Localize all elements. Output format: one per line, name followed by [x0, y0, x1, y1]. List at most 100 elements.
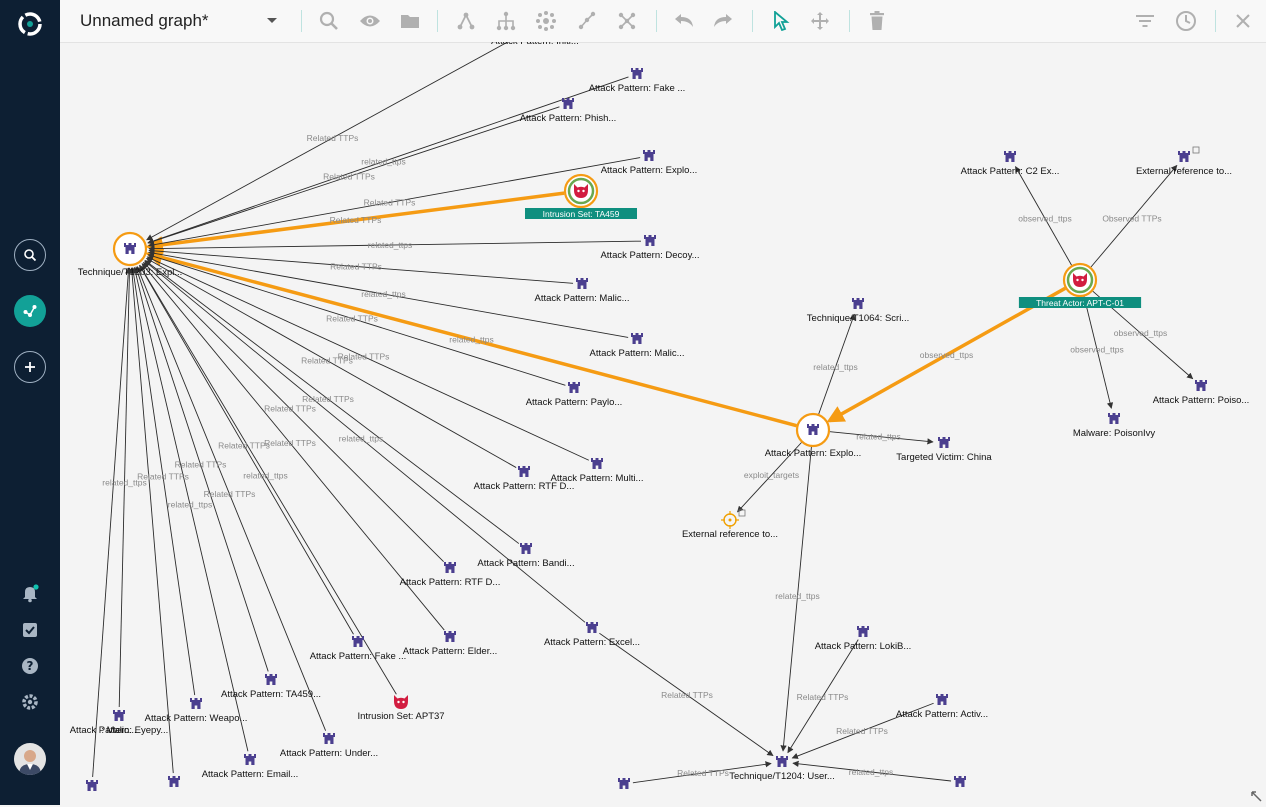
graph-node-bl3[interactable] — [618, 778, 630, 789]
graph-node-explo2[interactable]: Attack Pattern: Explo... — [765, 412, 862, 459]
undo-icon[interactable] — [673, 10, 695, 32]
graph-node-weapo[interactable]: Attack Pattern: Weapo... — [145, 698, 248, 724]
graph-edge-17[interactable] — [147, 76, 629, 244]
graph-node-bl2[interactable] — [168, 776, 180, 787]
graph-node-rtfd1[interactable]: Attack Pattern: RTF D... — [474, 466, 575, 492]
graph-node-paylo[interactable]: Attack Pattern: Paylo... — [526, 382, 623, 408]
expand-box-icon[interactable] — [738, 509, 746, 517]
tasks-icon[interactable] — [20, 620, 40, 640]
graph-edge-37[interactable] — [92, 267, 132, 778]
graph-node-t1203[interactable]: Technique/T1203: Expl... — [78, 231, 183, 278]
graph-edge-23[interactable] — [147, 253, 566, 386]
graph-node-initi[interactable]: Attack Pattern: Initi... — [491, 42, 579, 47]
history-icon[interactable] — [1175, 10, 1197, 32]
graph-node-extref1[interactable]: External reference to... — [1136, 146, 1232, 177]
graph-edge-32[interactable] — [139, 264, 397, 695]
graph-edge-1[interactable] — [144, 248, 798, 428]
graph-edge-24[interactable] — [146, 256, 590, 461]
graph-edge-13[interactable] — [791, 702, 934, 759]
graph-node-fake2[interactable]: Attack Pattern: Fake ... — [310, 636, 407, 662]
help-icon[interactable]: ? — [20, 656, 40, 676]
graph-node-poisonivy[interactable]: Malware: PoisonIvy — [1073, 413, 1156, 439]
graph-node-fake1[interactable]: Attack Pattern: Fake ... — [589, 68, 686, 94]
graph-node-email[interactable]: Attack Pattern: Email... — [202, 754, 299, 780]
folder-icon[interactable] — [399, 10, 421, 32]
close-icon[interactable] — [1232, 10, 1254, 32]
graph-edge-12[interactable] — [787, 639, 859, 754]
graph-edge-36[interactable] — [132, 266, 249, 752]
graph-edge-15[interactable] — [792, 760, 952, 782]
graph-canvas[interactable]: Related TTPsrelated_ttpsobserved_ttpsobs… — [60, 42, 1266, 805]
graph-title[interactable]: Unnamed graph* — [80, 11, 209, 30]
redo-icon[interactable] — [712, 10, 734, 32]
select-pointer-icon[interactable] — [770, 10, 792, 32]
graph-edge-28[interactable] — [144, 260, 586, 623]
graph-edge-26[interactable] — [144, 260, 520, 544]
graph-node-poiso[interactable]: Attack Pattern: Poiso... — [1153, 380, 1250, 406]
search-nav-button[interactable] — [14, 239, 46, 271]
graph-node-t1204[interactable]: Technique/T1204: User... — [729, 756, 835, 782]
graph-edge-30[interactable] — [139, 264, 354, 635]
graph-edge-35[interactable] — [136, 266, 327, 731]
graph-edge-16[interactable] — [146, 42, 527, 241]
graph-node-t1064[interactable]: Technique/T1064: Scri... — [807, 298, 909, 324]
graph-edge-4[interactable] — [1090, 164, 1178, 268]
eye-icon[interactable] — [359, 10, 381, 32]
graph-node-bandi[interactable]: Attack Pattern: Bandi... — [477, 543, 575, 569]
graph-node-explo1[interactable]: Attack Pattern: Explo... — [601, 150, 698, 176]
graph-edge-29[interactable] — [141, 263, 445, 631]
graph-node-bl1[interactable] — [86, 780, 98, 791]
graph-edge-10[interactable] — [780, 446, 812, 752]
graph-edge-20[interactable] — [148, 240, 642, 252]
graph-node-rtfd2[interactable]: Attack Pattern: RTF D... — [400, 562, 501, 588]
cross-link-icon[interactable] — [616, 10, 638, 32]
graph-edge-38[interactable] — [128, 267, 174, 774]
graph-node-china[interactable]: Targeted Victim: China — [896, 437, 992, 463]
filter-icon[interactable] — [1134, 10, 1156, 32]
scatter-icon[interactable] — [576, 10, 598, 32]
fullscreen-corner-icon[interactable] — [1250, 789, 1262, 802]
move-icon[interactable] — [809, 10, 831, 32]
graph-node-phish[interactable]: Attack Pattern: Phish... — [520, 98, 617, 124]
trash-icon[interactable] — [866, 10, 888, 32]
graph-node-decoy[interactable]: Attack Pattern: Decoy... — [600, 235, 700, 261]
graph-edge-3[interactable] — [1015, 166, 1072, 266]
graph-node-aptc01[interactable]: Threat Actor: APT-C-01 — [1018, 262, 1142, 308]
graph-node-activ[interactable]: Attack Pattern: Activ... — [896, 694, 988, 720]
graph-node-malic1[interactable]: Attack Pattern: Malic... — [534, 278, 630, 304]
graph-edge-22[interactable] — [148, 250, 629, 338]
graph-edge-2[interactable] — [826, 286, 1067, 423]
graph-node-bl4[interactable] — [954, 776, 966, 787]
graph-node-under[interactable]: Attack Pattern: Under... — [280, 733, 378, 759]
graph-edge-19[interactable] — [148, 157, 641, 248]
graph-node-multi[interactable]: Attack Pattern: Multi... — [551, 458, 644, 484]
graph-edge-27[interactable] — [143, 261, 444, 562]
graph-edge-7[interactable] — [818, 313, 856, 415]
graph-edge-34[interactable] — [118, 267, 133, 708]
bell-icon[interactable] — [20, 583, 40, 603]
graph-edge-0[interactable] — [145, 191, 565, 254]
graph-node-lokib[interactable]: Attack Pattern: LokiB... — [815, 626, 912, 652]
caret-down-icon[interactable] — [266, 13, 278, 31]
graph-tree-icon[interactable] — [455, 10, 477, 32]
user-avatar[interactable] — [14, 743, 46, 775]
graph-node-extref2[interactable]: External reference to... — [682, 509, 778, 540]
graph-node-malic2[interactable]: Attack Pattern: Malic... — [589, 333, 685, 359]
graph-edge-31[interactable] — [134, 266, 269, 672]
graph-node-apt37[interactable]: Intrusion Set: APT37 — [357, 695, 445, 722]
graph-edge-14[interactable] — [632, 761, 772, 784]
graph-edge-33[interactable] — [130, 267, 196, 696]
graph-node-malic3[interactable]: : Malic... — [101, 710, 137, 736]
graph-node-eyepy[interactable]: Attack Pattern: Eyepy... — [70, 710, 169, 736]
graph-edge-21[interactable] — [148, 247, 574, 284]
add-nav-button[interactable] — [14, 351, 46, 383]
graph-node-excel[interactable]: Attack Pattern: Excel... — [544, 622, 640, 648]
graph-edge-11[interactable] — [599, 632, 774, 757]
graph-edge-8[interactable] — [829, 431, 934, 445]
network-icon[interactable] — [535, 10, 557, 32]
graph-edge-5[interactable] — [1083, 296, 1114, 409]
app-logo-icon[interactable] — [16, 10, 44, 38]
settings-icon[interactable] — [20, 692, 40, 712]
graph-edge-25[interactable] — [145, 257, 517, 468]
graph-edge-9[interactable] — [737, 442, 802, 513]
